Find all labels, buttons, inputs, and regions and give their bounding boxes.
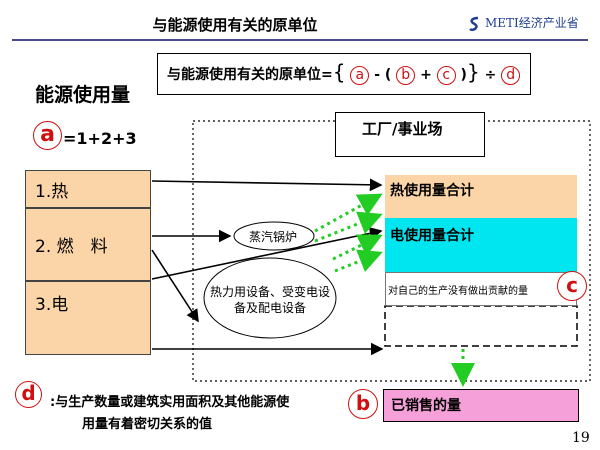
formula-divide: ÷ — [484, 67, 497, 83]
boiler-ellipse — [233, 221, 315, 251]
logo-text: METI经济产业省 — [485, 16, 579, 30]
heat-total-label: 热使用量合计 — [390, 183, 474, 199]
energy-usage-heading: 能源使用量 — [35, 84, 131, 106]
marker-b: b — [348, 389, 378, 419]
meti-logo-icon — [469, 16, 479, 31]
dashed-remaining-box — [384, 305, 578, 347]
equipment-label: 热力用设备、受变电设备及配电设备 — [210, 285, 331, 315]
d-definition-line2: 用量有着密切关系的值 — [82, 417, 213, 432]
green-arrow-boiler-elec — [314, 211, 383, 243]
elec-total-label: 电使用量合计 — [390, 228, 474, 244]
green-arrow-equip-elec-2 — [334, 249, 383, 273]
electricity-label: 3.电 — [35, 295, 69, 315]
arrow-elec — [151, 227, 383, 280]
page-number: 19 — [572, 430, 590, 446]
slide-title: 与能源使用有关的原单位 — [152, 16, 318, 34]
formula-plus: + — [420, 67, 432, 83]
formula-prefix: 与能源使用有关的原单位= — [167, 67, 333, 83]
equipment-ellipse — [203, 257, 337, 339]
no-contribution-box — [385, 272, 577, 306]
formula: 与能源使用有关的原单位={ a - ( b + c )} ÷ d — [167, 60, 521, 85]
formula-var-b: b — [396, 66, 416, 85]
marker-a: a — [33, 121, 62, 150]
fuel-label: 2. 燃 料 — [35, 237, 108, 257]
formula-var-d: d — [501, 66, 521, 85]
formula-var-c: c — [436, 66, 456, 85]
fuel-box — [25, 208, 151, 281]
green-arrow-boiler-heat — [314, 193, 383, 233]
d-definition-line1: :与生产数量或建筑实用面积及其他能源使 — [50, 395, 290, 410]
factory-boundary — [192, 120, 591, 382]
factory-box — [335, 112, 485, 157]
marker-d: d — [15, 381, 42, 408]
sold-box — [383, 389, 579, 422]
a-definition: =1+2+3 — [63, 129, 137, 148]
heat-total-box — [385, 175, 577, 218]
electricity-box — [25, 281, 151, 355]
formula-box — [157, 53, 531, 95]
sold-label: 已销售的量 — [391, 398, 461, 414]
green-arrow-equip-elec — [332, 234, 383, 261]
meti-logo: METI经济产业省 — [468, 14, 579, 32]
header-rule — [12, 39, 588, 41]
formula-minus-open: - ( — [374, 67, 392, 83]
arrow-heat — [151, 178, 383, 192]
factory-label: 工厂/事业场 — [362, 120, 443, 138]
formula-var-a: a — [350, 66, 370, 85]
no-contribution-label: 对自己的生产没有做出贡献的量 — [388, 286, 528, 297]
elec-total-box — [385, 218, 577, 272]
d-definition: :与生产数量或建筑实用面积及其他能源使 用量有着密切关系的值 — [50, 392, 289, 436]
heat-box — [25, 170, 151, 208]
arrow-fuel-equip — [151, 249, 199, 323]
formula-close: ) — [460, 67, 467, 83]
marker-c: c — [557, 271, 587, 301]
heat-label: 1.热 — [35, 182, 69, 202]
boiler-label: 蒸汽锅炉 — [249, 230, 298, 244]
